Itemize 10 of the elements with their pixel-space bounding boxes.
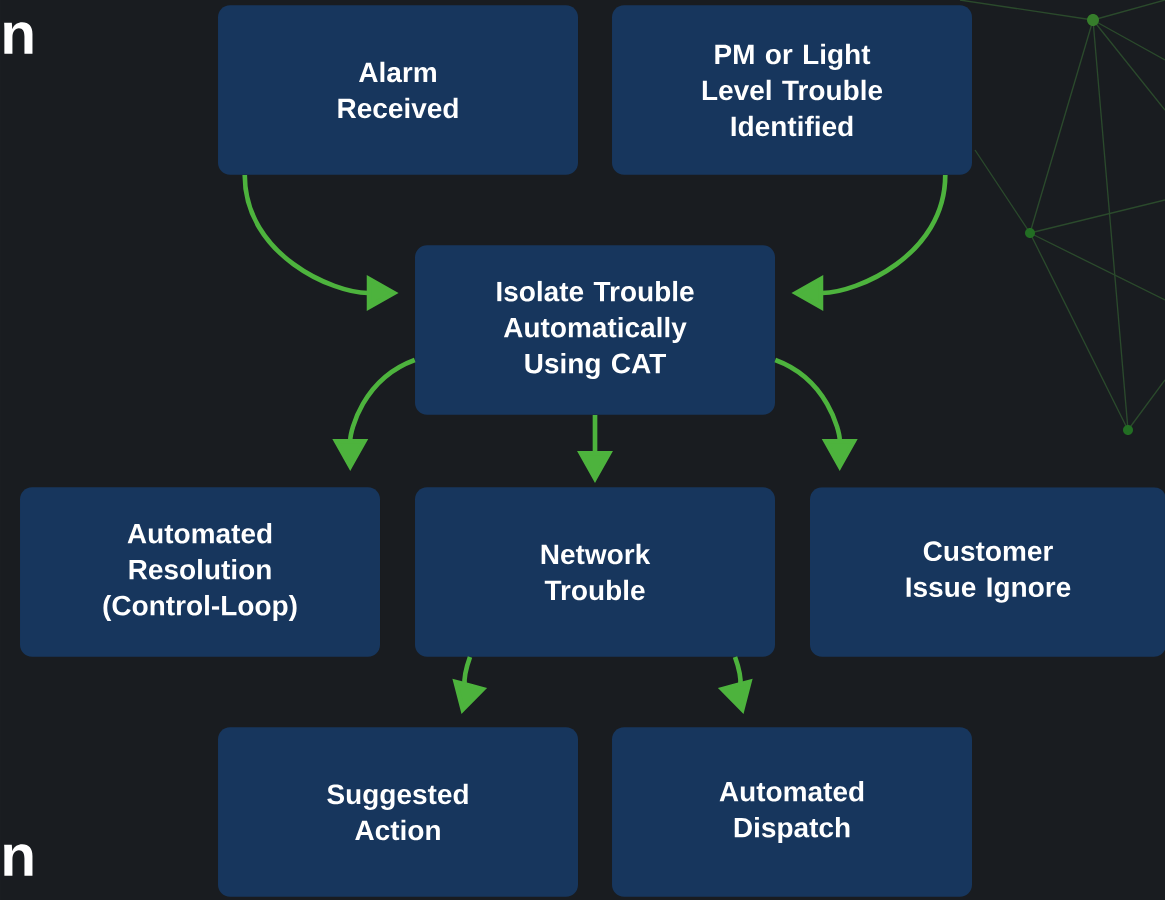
heading-fragment: n [4, 844, 33, 876]
process-box: Isolate Trouble Automatically Using CAT [415, 245, 775, 415]
process-box: Automated Dispatch [612, 727, 972, 897]
process-box: Alarm Received [218, 5, 578, 175]
process-box: Network Trouble [415, 487, 775, 657]
process-box: Suggested Action [218, 727, 578, 897]
process-box: Customer Issue Ignore [810, 487, 1165, 657]
process-box: PM or Light Level Trouble Identified [612, 5, 972, 175]
process-box: Automated Resolution (Control-Loop) [20, 487, 380, 657]
heading-fragment: n [4, 22, 33, 54]
